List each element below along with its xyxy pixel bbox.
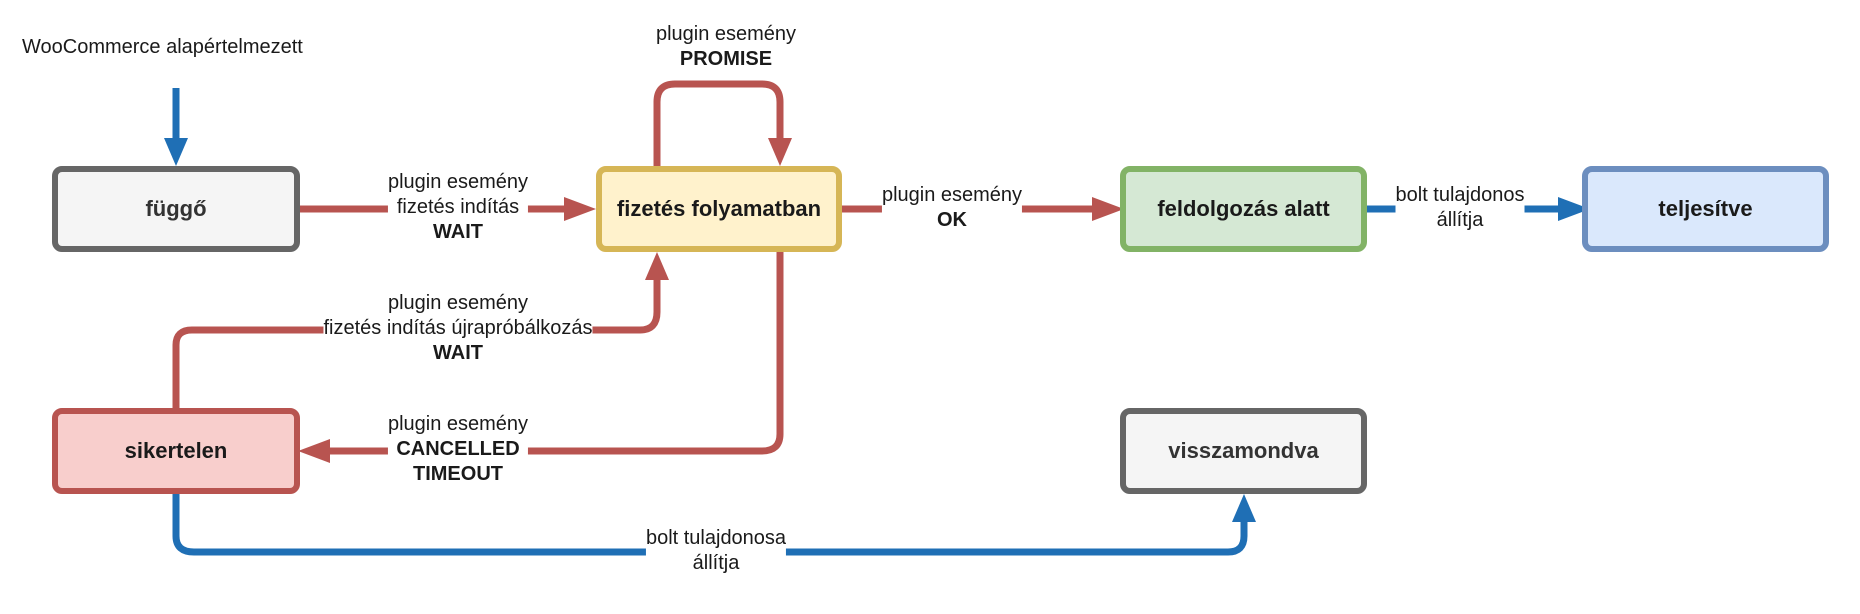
node-cancelled[interactable]: visszamondva <box>1120 408 1367 494</box>
edge-wait-label: plugin esemény fizetés indítás WAIT <box>387 170 529 245</box>
edge-retry-label: plugin esemény fizetés indítás újrapróbá… <box>323 291 593 366</box>
edge-retry-line3: WAIT <box>432 342 483 364</box>
edge-owner-sets-cancel-label: bolt tulajdonosa állítja <box>645 526 787 576</box>
node-completed[interactable]: teljesítve <box>1582 166 1829 252</box>
edge-owner-sets-cancel-line1: bolt tulajdonosa <box>645 527 787 549</box>
edge-wait-arrowhead <box>564 197 596 221</box>
node-pending[interactable]: függő <box>52 166 300 252</box>
edge-ok-arrowhead <box>1092 197 1124 221</box>
edge-retry-line2: fizetés indítás újrapróbálkozás <box>323 317 593 339</box>
edge-cancelled-label: plugin esemény CANCELLED TIMEOUT <box>387 412 529 487</box>
edge-owner-sets-label: bolt tulajdonos állítja <box>1395 183 1525 233</box>
edge-cancelled-line1: plugin esemény <box>387 413 529 435</box>
node-processing-payment-label: fizetés folyamatban <box>616 196 822 221</box>
edge-promise-arrowhead <box>768 138 792 166</box>
edge-ok-label: plugin esemény OK <box>881 183 1023 233</box>
start-label: WooCommerce alapértelmezett <box>22 36 303 58</box>
edge-owner-sets-arrowhead <box>1558 197 1590 221</box>
edge-retry-arrowhead <box>645 252 669 280</box>
edge-owner-sets-line1: bolt tulajdonos <box>1395 184 1525 206</box>
edge-owner-sets-cancel-arrowhead <box>1232 494 1256 522</box>
edge-owner-sets-cancel-line2: állítja <box>692 552 740 574</box>
edge-wait-line1: plugin esemény <box>387 171 529 193</box>
node-completed-label: teljesítve <box>1658 196 1753 221</box>
edge-cancelled-arrowhead <box>298 439 330 463</box>
edge-retry-line1: plugin esemény <box>387 292 529 314</box>
node-cancelled-label: visszamondva <box>1168 438 1319 463</box>
edge-promise <box>653 80 784 166</box>
node-pending-label: függő <box>145 196 207 221</box>
node-processing-payment[interactable]: fizetés folyamatban <box>596 166 842 252</box>
edge-ok-line1: plugin esemény <box>881 184 1023 206</box>
edge-owner-sets-line2: állítja <box>1436 209 1484 231</box>
edge-promise-line2: PROMISE <box>679 48 773 70</box>
node-failed-label: sikertelen <box>124 438 228 463</box>
node-failed[interactable]: sikertelen <box>52 408 300 494</box>
edge-cancelled-line3: TIMEOUT <box>413 463 503 485</box>
node-processing[interactable]: feldolgozás alatt <box>1120 166 1367 252</box>
edge-start-arrowhead <box>164 138 188 166</box>
edge-promise-label: plugin esemény PROMISE <box>656 22 796 72</box>
edge-wait-line2: fizetés indítás <box>396 196 520 218</box>
edge-wait-line3: WAIT <box>433 221 483 243</box>
edge-promise-line1: plugin esemény <box>655 23 797 45</box>
edge-cancelled-line2: CANCELLED <box>396 438 520 460</box>
edge-ok-line2: OK <box>937 209 967 231</box>
edge-cancelled <box>328 252 784 455</box>
node-processing-label: feldolgozás alatt <box>1157 196 1330 221</box>
